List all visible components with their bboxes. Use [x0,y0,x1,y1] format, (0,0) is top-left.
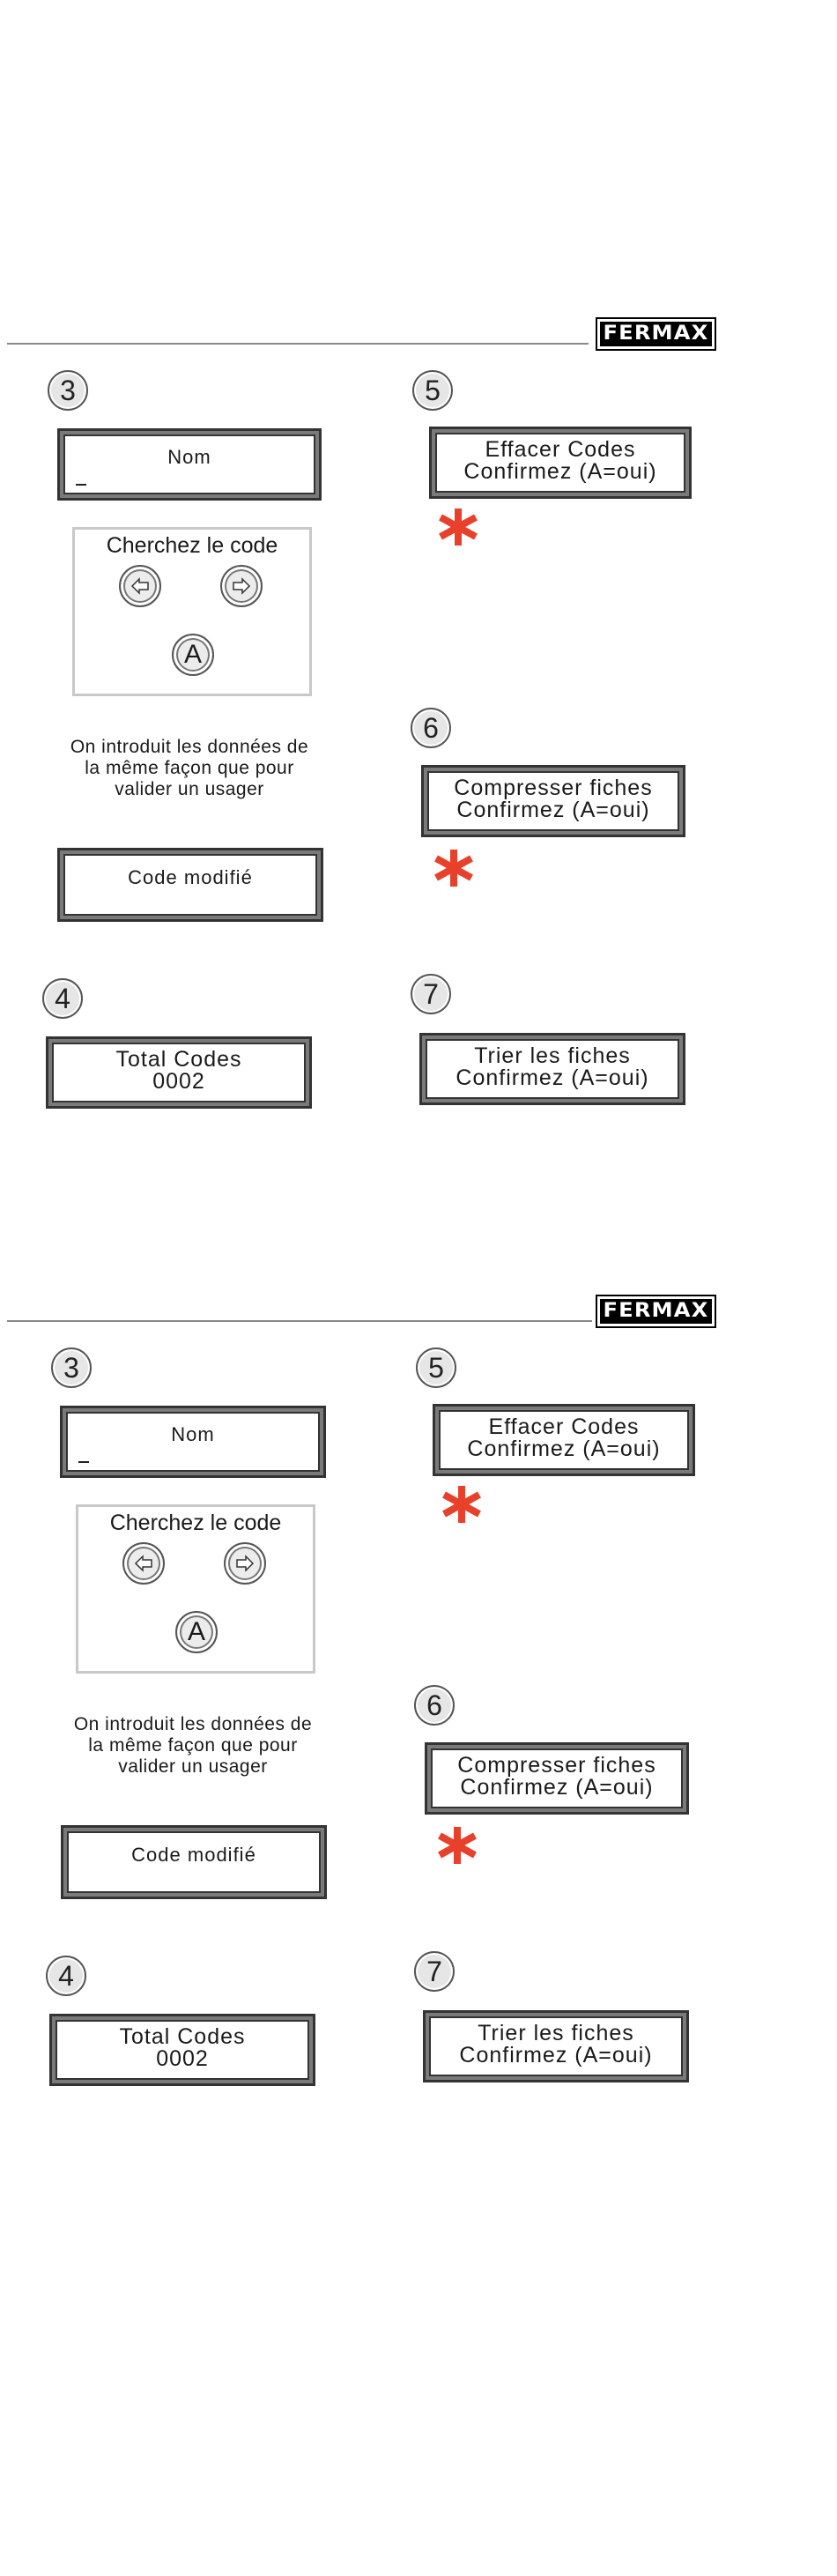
header-rule [7,1320,592,1322]
total-codes-screen: Total Codes 0002 [52,1043,306,1102]
code-modified-display: Code modifié [57,848,323,922]
sort-line-1: Trier les fiches [474,1043,631,1068]
name-display: Nom [57,428,322,501]
keypad-title: Cherchez le code [109,1511,282,1535]
total-codes-line-1: Total Codes [119,2024,246,2049]
search-keypad: Cherchez le code A [76,1504,315,1674]
manual-page-2: FERMAX 3 Nom Cherchez le code A On intro… [0,977,837,2086]
step-4-badge: 4 [42,978,83,1019]
sort-line-2: Confirmez (A=oui) [456,1065,649,1090]
fermax-logo: FERMAX [596,317,716,351]
keypad-title: Cherchez le code [106,533,278,558]
instruction-line-2: la même façon que pour [88,1735,298,1756]
instruction-line-3: valider un usager [115,779,264,799]
step-5-badge: 5 [416,1347,456,1388]
arrow-right-icon [233,577,251,595]
step-7-badge: 7 [411,974,451,1014]
total-codes-display: Total Codes 0002 [46,1036,312,1109]
logo-text: FERMAX [603,323,709,345]
erase-codes-display: Effacer Codes Confirmez (A=oui) [433,1404,695,1476]
erase-codes-display: Effacer Codes Confirmez (A=oui) [429,427,692,499]
erase-codes-line-2: Confirmez (A=oui) [463,459,657,484]
erase-codes-line-2: Confirmez (A=oui) [467,1436,661,1461]
sort-display: Trier les fiches Confirmez (A=oui) [419,1033,685,1105]
arrow-left-icon [130,577,149,595]
name-display-screen: Nom [63,434,315,494]
sort-line-2: Confirmez (A=oui) [459,2043,653,2067]
compress-display: Compresser fiches Confirmez (A=oui) [421,765,685,837]
header-rule [7,343,589,345]
name-display: Nom [60,1406,326,1478]
accept-key[interactable]: A [175,1611,218,1653]
total-codes-line-1: Total Codes [115,1047,242,1072]
code-modified-display: Code modifié [61,1825,327,1899]
instruction-line-1: On introduit les données de [70,737,309,757]
text-cursor [78,1461,89,1463]
name-label: Nom [171,1423,215,1445]
name-display-screen: Nom [66,1412,320,1472]
compress-line-2: Confirmez (A=oui) [460,1775,654,1800]
sort-line-1: Trier les fiches [478,2021,634,2045]
name-label: Nom [167,446,211,468]
total-codes-screen: Total Codes 0002 [56,2020,309,2080]
step-7-badge: 7 [414,1951,455,1992]
compress-line-1: Compresser fiches [454,776,653,800]
total-codes-line-2: 0002 [152,1069,205,1094]
arrow-right-icon [236,1555,255,1572]
instruction-line-3: valider un usager [118,1756,268,1777]
asterisk-icon [434,850,473,887]
arrow-right-key[interactable] [220,565,263,607]
arrow-right-key[interactable] [224,1542,266,1585]
arrow-left-key[interactable] [119,565,161,607]
total-codes-line-2: 0002 [156,2046,209,2071]
instruction-line-1: On introduit les données de [73,1714,313,1734]
instruction-text: On introduit les données de la même faço… [39,1714,347,1778]
manual-page-1: FERMAX 3 Nom Cherchez le code A On intro… [0,0,837,1019]
logo-text: FERMAX [603,1300,709,1322]
instruction-line-2: la même façon que pour [85,758,294,778]
accept-key[interactable]: A [172,634,214,676]
step-6-badge: 6 [414,1685,455,1726]
erase-codes-line-1: Effacer Codes [485,437,636,462]
step-5-badge: 5 [412,370,453,411]
step-3-badge: 3 [51,1347,92,1388]
fermax-logo: FERMAX [596,1295,716,1328]
compress-line-1: Compresser fiches [457,1753,656,1778]
code-modified-screen: Code modifié [67,1831,321,1893]
compress-screen: Compresser fiches Confirmez (A=oui) [427,771,679,831]
erase-codes-screen: Effacer Codes Confirmez (A=oui) [439,1410,689,1470]
text-cursor [76,484,86,486]
compress-display: Compresser fiches Confirmez (A=oui) [425,1742,689,1815]
erase-codes-line-1: Effacer Codes [488,1414,640,1439]
code-modified-screen: Code modifié [63,854,317,916]
asterisk-icon [439,509,478,546]
step-4-badge: 4 [46,1956,86,1996]
total-codes-display: Total Codes 0002 [49,2014,315,2086]
step-6-badge: 6 [411,708,451,748]
sort-display: Trier les fiches Confirmez (A=oui) [423,2010,689,2082]
asterisk-icon [438,1827,477,1864]
sort-screen: Trier les fiches Confirmez (A=oui) [429,2016,683,2076]
instruction-text: On introduit les données de la même faço… [35,737,344,800]
compress-screen: Compresser fiches Confirmez (A=oui) [431,1748,683,1808]
erase-codes-screen: Effacer Codes Confirmez (A=oui) [435,433,685,493]
asterisk-icon [442,1486,481,1523]
step-3-badge: 3 [48,370,88,411]
compress-line-2: Confirmez (A=oui) [456,798,650,822]
arrow-left-key[interactable] [122,1542,165,1585]
sort-screen: Trier les fiches Confirmez (A=oui) [426,1039,679,1099]
search-keypad: Cherchez le code A [72,527,312,696]
arrow-left-icon [134,1555,152,1572]
